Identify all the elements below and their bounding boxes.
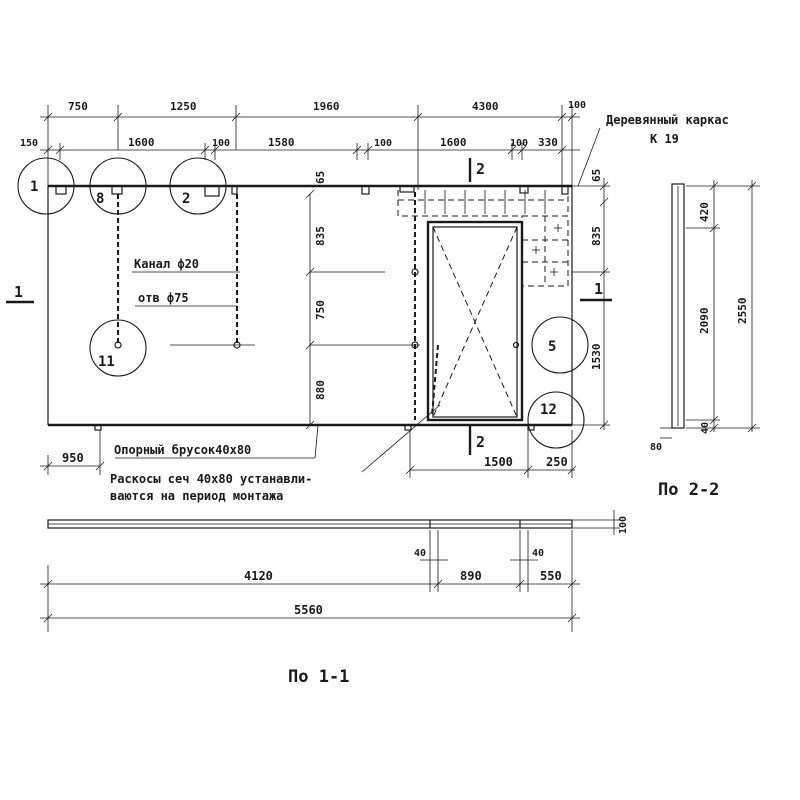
dim-1500: 1500 bbox=[484, 455, 513, 469]
label-sill-bar: Опорный брусок40х80 bbox=[114, 443, 251, 457]
dim-950: 950 bbox=[62, 451, 84, 465]
dim-row2-330: 330 bbox=[538, 136, 558, 149]
dim-row2-100c: 100 bbox=[510, 138, 528, 149]
bottom-dims bbox=[40, 430, 577, 478]
section-mark-top-2: 2 bbox=[476, 160, 485, 178]
dim-40b: 40 bbox=[532, 548, 544, 559]
section-2-2 bbox=[660, 180, 760, 439]
dim-890: 890 bbox=[460, 569, 482, 583]
dim-vert-750: 750 bbox=[314, 300, 327, 320]
dim-right-1530: 1530 bbox=[590, 344, 603, 371]
dim-top-1250: 1250 bbox=[170, 100, 197, 113]
label-wood-frame-ref: К 19 bbox=[650, 132, 679, 146]
callout-11: 11 bbox=[98, 354, 115, 370]
dim-22-40: 40 bbox=[700, 422, 711, 434]
label-wood-frame: Деревянный каркас bbox=[606, 113, 729, 127]
section-mark-bottom-2: 2 bbox=[476, 433, 485, 451]
dim-vert-880: 880 bbox=[314, 380, 327, 400]
view-title-2-2: По 2-2 bbox=[658, 480, 719, 500]
section-mark-right-1: 1 bbox=[594, 280, 603, 298]
callout-12: 12 bbox=[540, 402, 557, 418]
dim-top-4300: 4300 bbox=[472, 100, 499, 113]
callout-1: 1 bbox=[30, 179, 38, 195]
dim-5560: 5560 bbox=[294, 603, 323, 617]
dim-22-80: 80 bbox=[650, 442, 662, 453]
section-marks: 1 1 2 2 bbox=[6, 160, 612, 451]
dim-row2-1600b: 1600 bbox=[440, 136, 467, 149]
callout-8: 8 bbox=[96, 191, 104, 207]
label-braces-2: ваются на период монтажа bbox=[110, 489, 283, 503]
label-hole: отв ф75 bbox=[138, 291, 189, 305]
dim-22-2090: 2090 bbox=[698, 308, 711, 335]
dim-right-835: 835 bbox=[590, 226, 603, 246]
dim-row2-100b: 100 bbox=[374, 138, 392, 149]
dim-top-1960: 1960 bbox=[313, 100, 340, 113]
top-dimension-chains bbox=[40, 105, 580, 190]
dim-4120: 4120 bbox=[244, 569, 273, 583]
dim-22-2550: 2550 bbox=[736, 298, 749, 325]
dim-row2-150: 150 bbox=[20, 138, 38, 149]
label-braces-1: Раскосы сеч 40х80 устанавли- bbox=[110, 472, 312, 486]
dim-top-100: 100 bbox=[568, 100, 586, 111]
dim-top-750: 750 bbox=[68, 100, 88, 113]
dim-40a: 40 bbox=[414, 548, 426, 559]
dim-vert-835: 835 bbox=[314, 226, 327, 246]
dim-row2-1580: 1580 bbox=[268, 136, 295, 149]
view-title-1-1: По 1-1 bbox=[288, 667, 349, 687]
dim-row2-1600a: 1600 bbox=[128, 136, 155, 149]
callout-2: 2 bbox=[182, 191, 190, 207]
callouts: 1 8 2 11 5 12 bbox=[17, 157, 589, 449]
dim-250: 250 bbox=[546, 455, 568, 469]
dim-22-420: 420 bbox=[698, 202, 711, 222]
plan-strip bbox=[40, 510, 620, 632]
dim-strip-100: 100 bbox=[618, 516, 629, 534]
section-mark-left-1: 1 bbox=[14, 283, 23, 301]
dim-row2-100a: 100 bbox=[212, 138, 230, 149]
leaders bbox=[115, 127, 601, 473]
label-channel: Канал ф20 bbox=[134, 257, 199, 271]
dim-vert-65: 65 bbox=[314, 171, 327, 184]
wall-panel-elevation bbox=[47, 158, 610, 455]
dim-right-65: 65 bbox=[590, 169, 603, 182]
callout-5: 5 bbox=[548, 339, 556, 355]
dim-550: 550 bbox=[540, 569, 562, 583]
